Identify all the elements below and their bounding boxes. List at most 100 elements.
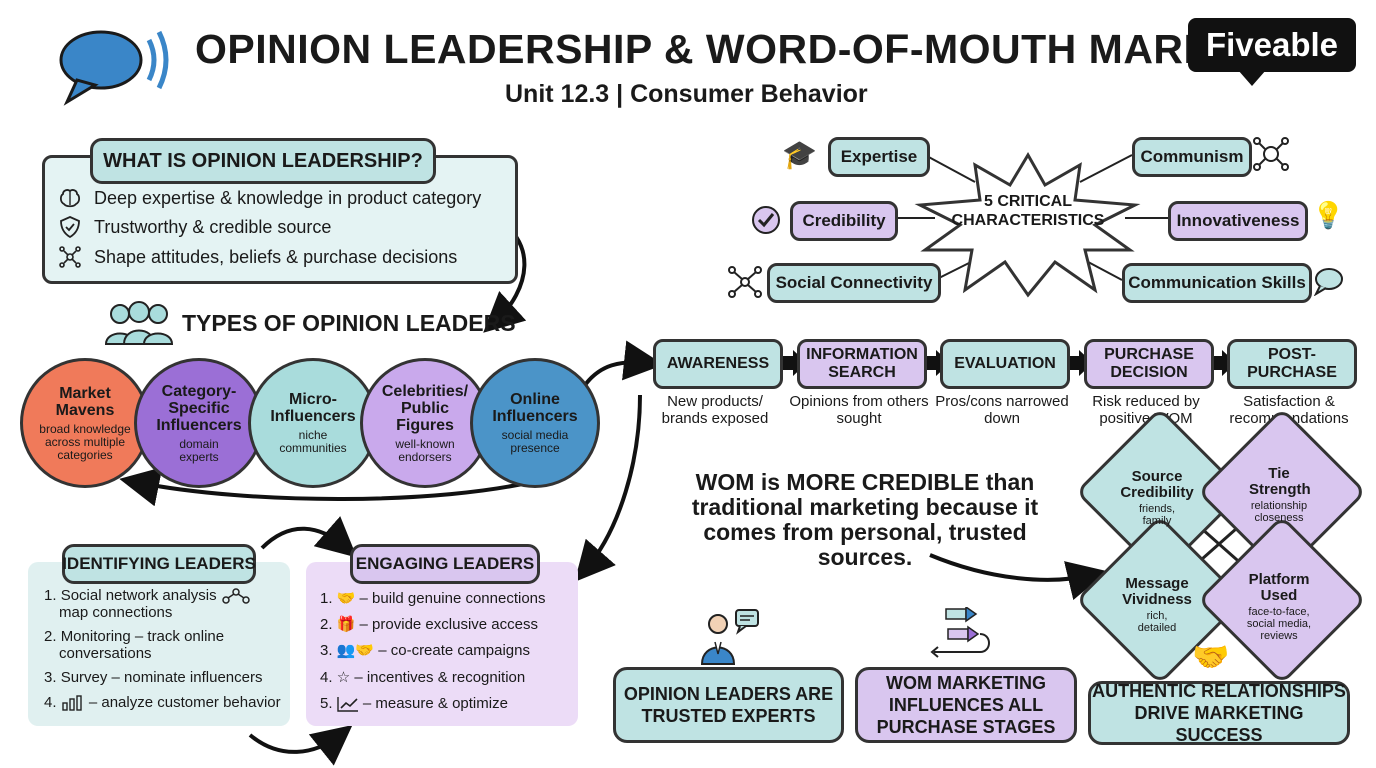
network-icon (59, 246, 81, 268)
engage-item-4: 4. ☆ – incentives & recognition (320, 669, 525, 686)
takeaway-trusted-experts: OPINION LEADERS ARE TRUSTED EXPERTS (613, 667, 844, 743)
item-number: 1. (320, 590, 333, 607)
item-number: 3. (320, 642, 333, 659)
item-text: Social network analysis (60, 587, 217, 604)
engaging-title: ENGAGING LEADERS (350, 544, 540, 584)
engaging-card (306, 562, 578, 726)
arrow-types-to-stages (583, 340, 664, 387)
item-text: Survey – nominate influencers (60, 669, 263, 686)
item-number: 2. (320, 616, 333, 633)
chat-bubble-icon (1313, 268, 1343, 296)
identify-item-4: 4. – analyze customer behavior (44, 694, 281, 711)
star-icon: ☆ (336, 669, 351, 686)
what-item-label: Deep expertise & knowledge in product ca… (94, 187, 482, 208)
char-social-connectivity: Social Connectivity (767, 263, 941, 303)
item-text: – incentives & recognition (354, 669, 526, 686)
leader-micro-influencers: Micro-Influencers niche communities (248, 358, 378, 488)
item-number: 1. (44, 587, 57, 604)
leader-name: Online Influencers (492, 391, 578, 425)
types-title: TYPES OF OPINION LEADERS (182, 310, 516, 336)
leader-online-influencers: Online Influencers social media presence (470, 358, 600, 488)
factor-desc: face-to-face, social media, reviews (1246, 606, 1312, 642)
network-nodes-icon (222, 588, 250, 604)
item-number: 2. (44, 628, 57, 645)
stage-post-purchase: POST-PURCHASE (1227, 339, 1357, 389)
handshake-icon: 🤝 (1192, 641, 1230, 674)
factor-source-credibility: Source Credibility friends, family (1102, 468, 1212, 528)
engage-item-2: 2. 🎁 – provide exclusive access (320, 616, 538, 633)
page-subtitle: Unit 12.3 | Consumer Behavior (505, 80, 868, 108)
stage-desc-information-search: Opinions from others sought (789, 393, 929, 427)
what-item-shape: Shape attitudes, beliefs & purchase deci… (58, 244, 457, 270)
what-is-title: WHAT IS OPINION LEADERSHIP? (90, 138, 436, 184)
what-item-trust: Trustworthy & credible source (58, 214, 331, 240)
item-number: 3. (44, 669, 57, 686)
factor-desc: relationship closeness (1250, 500, 1308, 524)
stage-desc-evaluation: Pros/cons narrowed down (935, 393, 1069, 427)
leader-celebrities: Celebrities/ Public Figures well-known e… (360, 358, 490, 488)
factor-desc: friends, family (1138, 503, 1176, 527)
item-text: – provide exclusive access (359, 616, 538, 633)
speech-bubble-icon (59, 30, 169, 106)
expert-presenter-icon (700, 609, 759, 665)
bar-chart-icon (61, 695, 82, 711)
leader-name: Category-Specific Influencers (156, 382, 242, 434)
engage-item-3: 3. 👥🤝 – co-create campaigns (320, 642, 530, 659)
leader-desc: social media presence (501, 428, 569, 455)
what-item-expertise: Deep expertise & knowledge in product ca… (58, 185, 481, 211)
leader-name: Celebrities/ Public Figures (381, 382, 469, 434)
leader-market-mavens: Market Mavens broad knowledge across mul… (20, 358, 150, 488)
item-text: – build genuine connections (359, 590, 546, 607)
factor-desc: rich, detailed (1137, 610, 1177, 634)
stage-information-search: INFORMATION SEARCH (797, 339, 927, 389)
brain-icon (59, 189, 81, 208)
arrow-id-to-eng-top (260, 516, 358, 558)
quote-emphasis: MORE CREDIBLE (786, 469, 980, 495)
check-circle-icon (752, 206, 780, 234)
takeaway-wom-stages: WOM MARKETING INFLUENCES ALL PURCHASE ST… (855, 667, 1077, 743)
stage-desc-awareness: New products/ brands exposed (661, 393, 769, 427)
graduation-cap-icon: 🎓 (782, 139, 817, 170)
takeaway-authentic-relationships: AUTHENTIC RELATIONSHIPS DRIVE MARKETING … (1088, 681, 1350, 745)
growth-chart-icon (336, 697, 358, 712)
logo-tail (1238, 70, 1266, 86)
network-nodes-icon (728, 266, 762, 298)
quote-part: than traditional marketing because it co… (691, 469, 1039, 570)
char-communism: Communism (1132, 137, 1252, 177)
stage-awareness: AWARENESS (653, 339, 783, 389)
arrow-quote-to-factors (929, 553, 1108, 601)
item-text: – analyze customer behavior (88, 694, 281, 711)
identify-item-2-line2: conversations (59, 645, 152, 662)
char-communication-skills: Communication Skills (1122, 263, 1312, 303)
item-number: 4. (320, 669, 333, 686)
stage-evaluation: EVALUATION (940, 339, 1070, 389)
collaboration-icon: 👥🤝 (336, 642, 375, 659)
what-item-label: Shape attitudes, beliefs & purchase deci… (94, 246, 458, 267)
factor-message-vividness: Message Vividness rich, detailed (1102, 575, 1212, 635)
quote-part: WOM is (695, 469, 787, 495)
identify-item-2: 2. Monitoring – track online (44, 628, 224, 645)
people-network-icon (1253, 137, 1289, 171)
arrow-circles-loop (119, 467, 541, 507)
handshake-icon: 🤝 (336, 590, 356, 607)
what-item-label: Trustworthy & credible source (94, 216, 332, 237)
identify-item-1: 1. Social network analysis (44, 587, 251, 605)
char-expertise: Expertise (828, 137, 930, 177)
item-text: – co-create campaigns (378, 642, 530, 659)
leader-name: Market Mavens (55, 384, 115, 419)
wom-credibility-quote: WOM is MORE CREDIBLE than traditional ma… (655, 470, 1075, 570)
characteristics-star (914, 152, 1141, 298)
fiveable-logo: Fiveable (1188, 18, 1356, 72)
lightbulb-icon: 💡 (1312, 200, 1345, 230)
item-text: – measure & optimize (362, 695, 508, 712)
leader-category-specific: Category-Specific Influencers domain exp… (134, 358, 264, 488)
char-innovativeness: Innovativeness (1168, 201, 1308, 241)
stage-purchase-decision: PURCHASE DECISION (1084, 339, 1214, 389)
characteristics-center-label: 5 CRITICAL CHARACTERISTICS (951, 193, 1105, 229)
leader-desc: well-known endorsers (395, 436, 455, 464)
factor-name: Platform Used (1248, 571, 1310, 604)
item-text: Monitoring – track online (60, 628, 225, 645)
factor-name: Message Vividness (1122, 575, 1192, 608)
gift-icon: 🎁 (336, 616, 356, 633)
factor-name: Source Credibility (1120, 468, 1194, 501)
